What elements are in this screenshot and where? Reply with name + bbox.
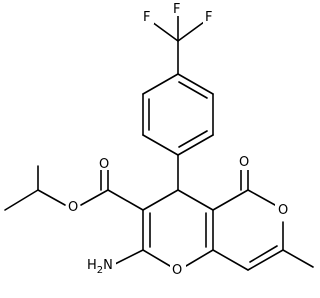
bond-ph-4 (142, 134, 179, 156)
bond-o1-c8a (185, 249, 214, 267)
bond-c7-c8 (247, 249, 284, 271)
atom-o-lactone-carbonyl: O (239, 155, 249, 170)
atom-labels: F F F O O O O H2N O (66, 0, 291, 278)
bond-c4-c3 (142, 189, 179, 211)
bond-ph-1 (177, 73, 214, 95)
bonds (4, 15, 314, 271)
atom-o-lactone-ring: O (278, 203, 288, 218)
atom-f-left: F (143, 10, 150, 25)
bond-c-f-right (177, 21, 205, 42)
bond-c3-ester-c (107, 189, 144, 211)
bond-c-f-left (151, 21, 179, 42)
atom-f-right: F (205, 10, 212, 25)
bond-ph-inner-1 (178, 81, 208, 99)
atom-o-pyran: O (172, 263, 182, 278)
atom-f-top: F (173, 2, 180, 17)
bond-ch-me-left (4, 189, 39, 211)
atom-o-ester: O (68, 200, 78, 215)
bond-c2-o1 (142, 249, 171, 267)
bond-ph-6 (142, 73, 179, 95)
bond-ph-3 (177, 134, 214, 156)
bond-c7-methyl (282, 249, 314, 268)
bond-ester-c-o (80, 189, 109, 206)
bond-c5-o6 (247, 189, 276, 206)
bond-c2-n (114, 249, 144, 265)
bond-ph-inner-2 (178, 130, 208, 148)
atom-o-ester-carbonyl: O (99, 157, 109, 172)
atom-amine-n: H2N (87, 258, 113, 276)
bond-c4a-c4 (177, 189, 214, 211)
bond-ester-o-ch (37, 189, 66, 206)
bond-c7-c8-double (249, 245, 278, 263)
bond-c4a-c5 (212, 189, 249, 211)
bond-c8-c8a (212, 249, 249, 271)
